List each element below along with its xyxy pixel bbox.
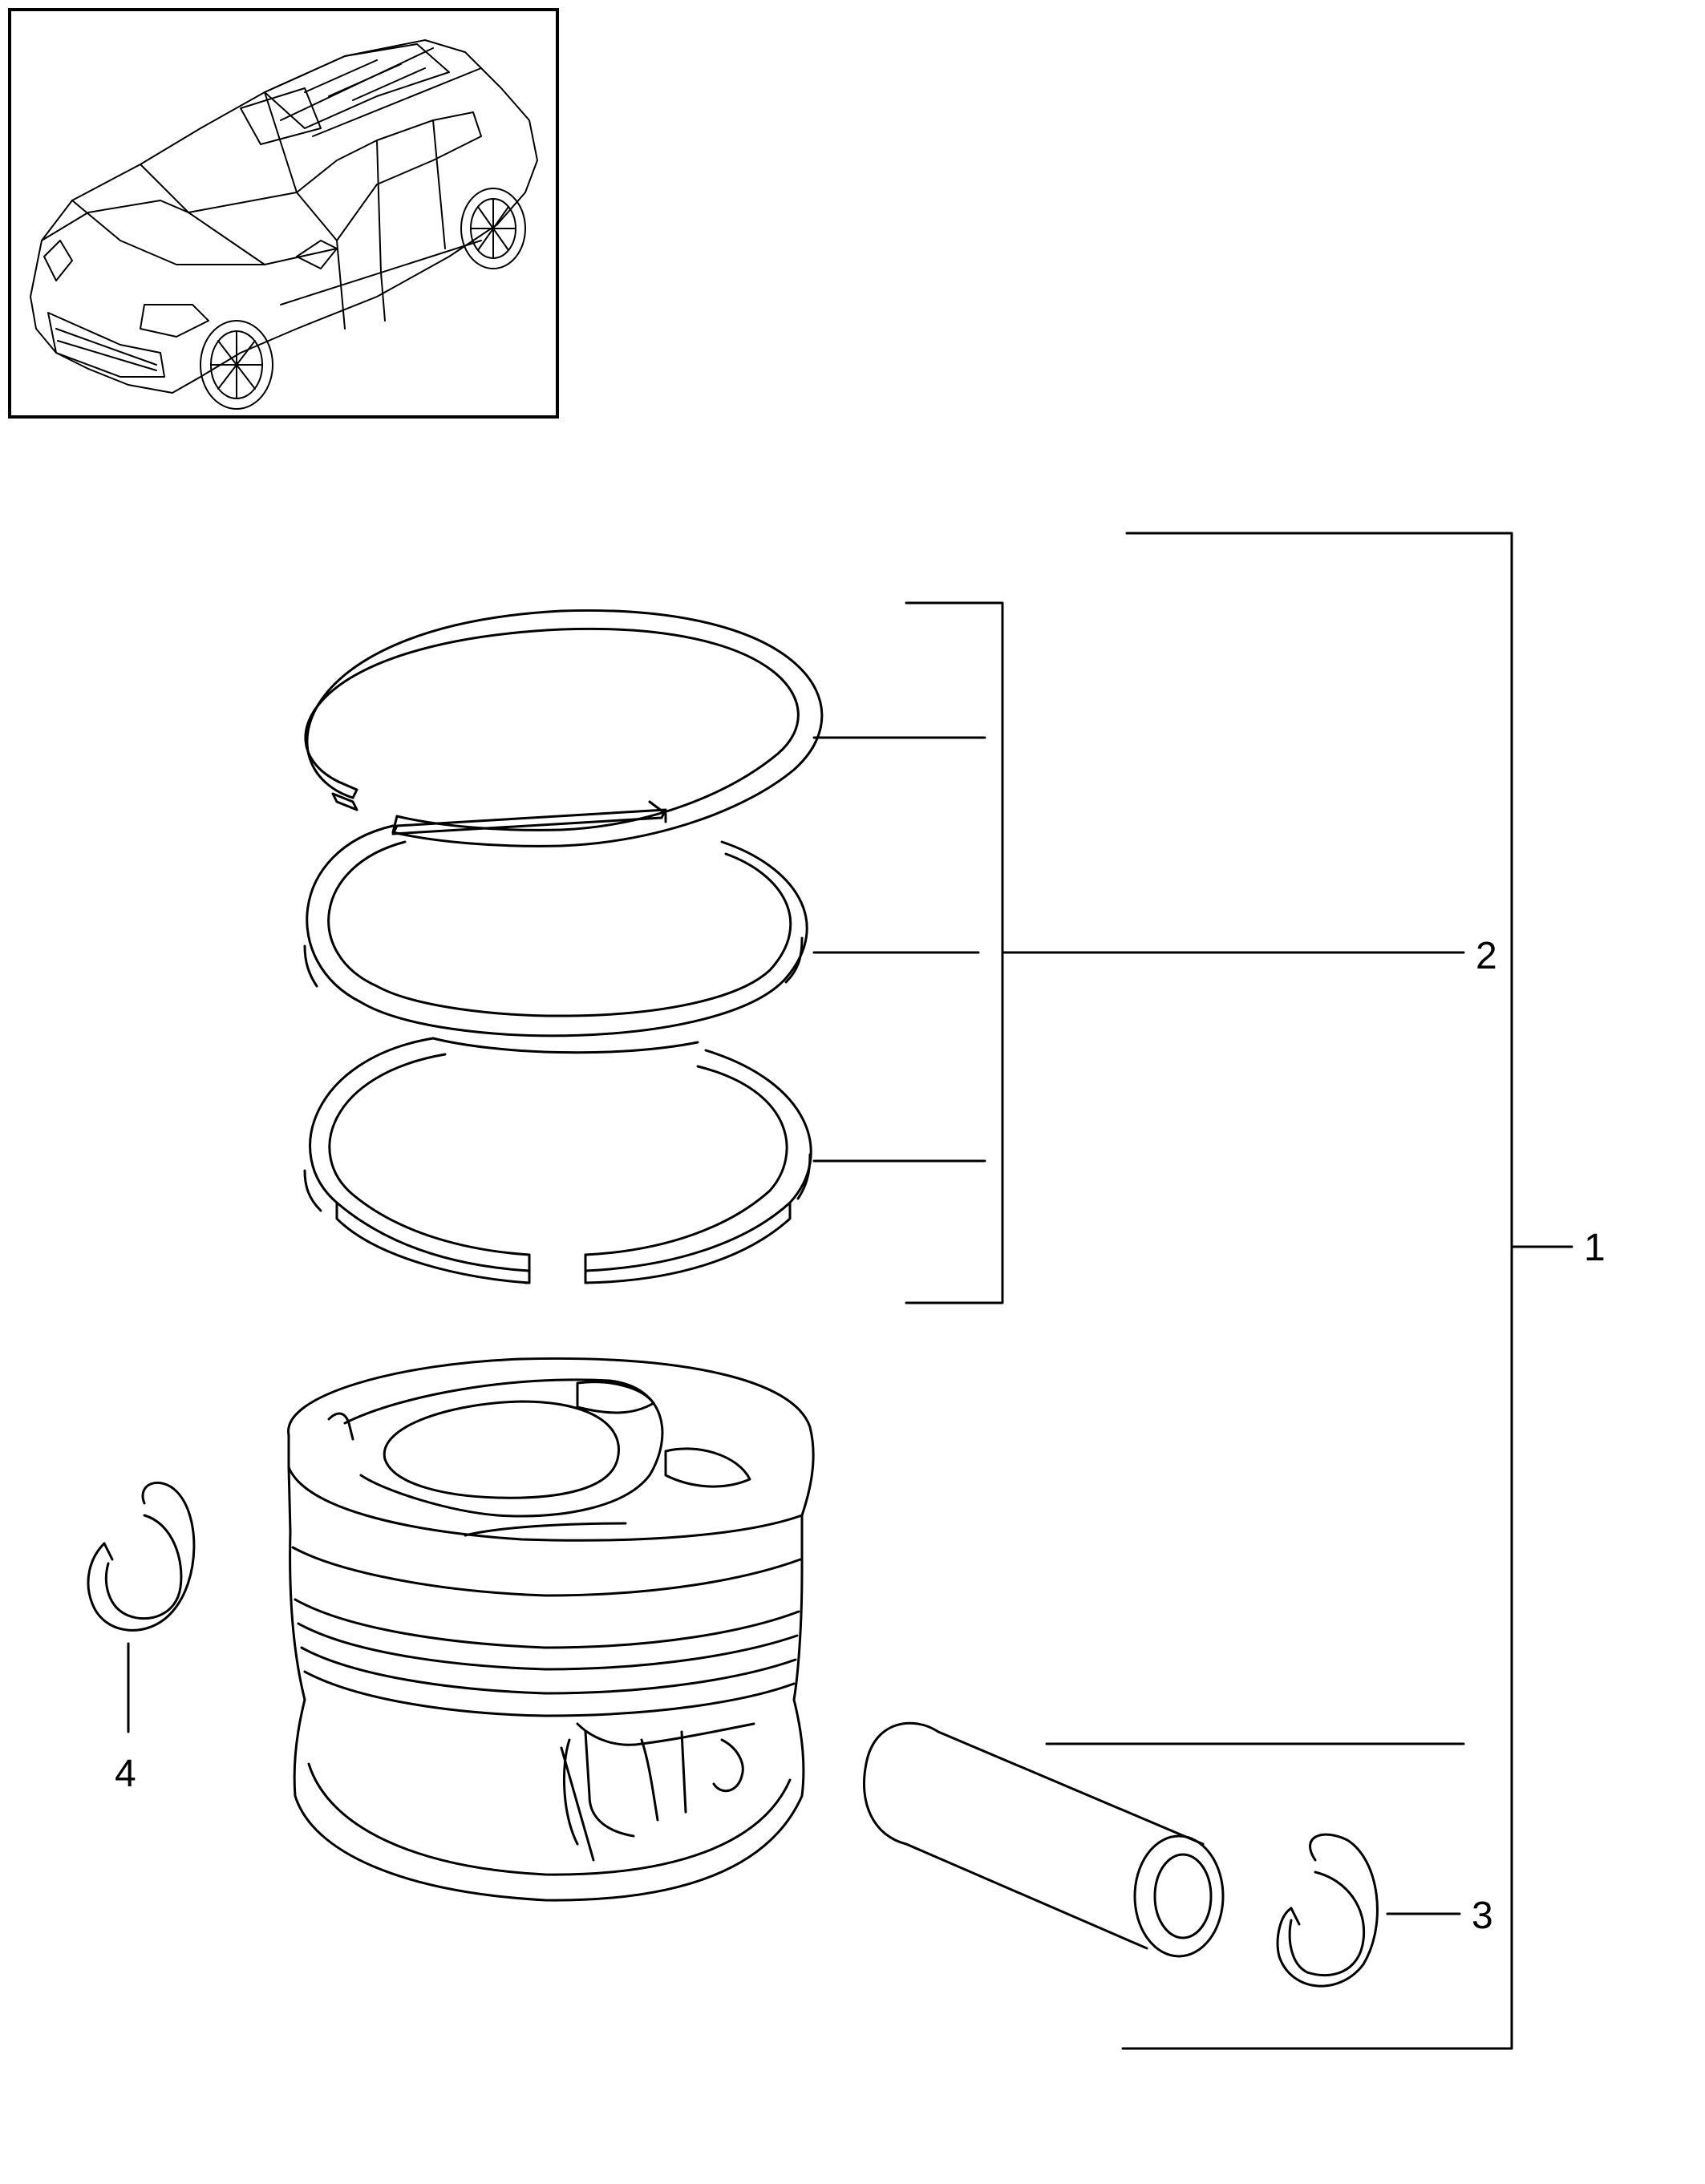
callout-item-4: 4: [115, 1753, 136, 1795]
compression-ring-second: [303, 824, 808, 1054]
bracket-item-1: [1121, 532, 1573, 2050]
circlip-icon: [87, 1481, 196, 1733]
piston-pin-icon: [862, 1721, 1465, 1958]
oil-control-ring: [303, 1037, 812, 1284]
piston-icon: [287, 1357, 815, 1902]
piston-ring-icon: [303, 609, 824, 1284]
callout-item-3: 3: [1472, 1895, 1493, 1937]
bracket-item-2: [812, 601, 1465, 1304]
compression-ring-top: [304, 609, 824, 847]
circlip-icon: [1276, 1833, 1461, 1988]
callout-item-1: 1: [1584, 1227, 1606, 1269]
callout-item-2: 2: [1476, 935, 1497, 977]
vehicle-thumbnail-icon: [8, 8, 559, 419]
